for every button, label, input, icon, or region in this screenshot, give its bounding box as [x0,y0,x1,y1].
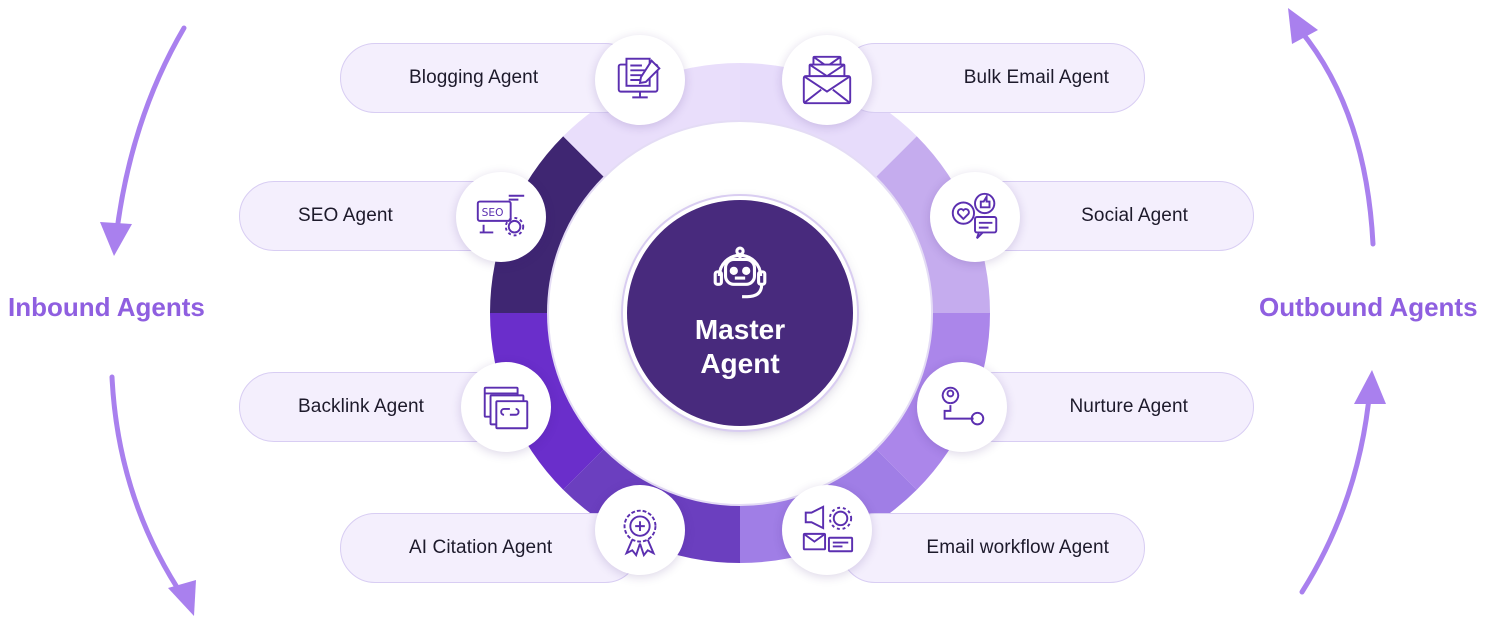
agent-label: Backlink Agent [298,396,425,417]
inbound-arrow-top [113,25,187,241]
outbound-arrowhead-bottom [1354,370,1386,404]
master-agent-circle[interactable]: Master Agent [627,200,853,426]
agent-label: AI Citation Agent [409,537,553,558]
agent-label: Blogging Agent [409,67,539,88]
inbound-agents-label: Inbound Agents [8,292,205,322]
agent-label: Social Agent [1081,205,1188,226]
ring-inner-edge [547,120,933,506]
citation-badge-icon [595,485,685,575]
agent-label: Bulk Email Agent [963,67,1109,88]
backlink-pages-icon [461,362,551,452]
agent-label: Nurture Agent [1069,396,1188,417]
robot-headset-icon [713,246,767,299]
envelopes-icon [782,35,872,125]
outbound-arrowhead-top [1288,8,1318,44]
blog-computer-icon [595,35,685,125]
svg-text:SEO: SEO [482,206,504,219]
inbound-arrow-bottom [109,374,187,601]
agent-pill-nurture[interactable]: Nurture Agent [960,372,1254,442]
social-chat-icon [930,172,1020,262]
inbound-arrowhead-bottom [168,580,196,616]
outbound-agents-label: Outbound Agents [1259,292,1478,322]
path-route-icon [917,362,1007,452]
agent-pill-email-workflow[interactable]: Email workflow Agent [840,513,1145,583]
agent-pill-bulk-email[interactable]: Bulk Email Agent [840,43,1145,113]
outbound-arrow-top [1297,27,1376,247]
ring-segment [490,136,606,313]
inbound-arrowhead-top [100,222,132,256]
email-workflow-icon [782,485,872,575]
agent-pill-ai-citation[interactable]: AI Citation Agent [340,513,640,583]
outbound-arrow-bottom [1299,385,1373,595]
agent-label: SEO Agent [298,205,393,226]
agent-label: Email workflow Agent [926,537,1109,558]
seo-gear-icon: SEO [456,172,546,262]
master-agent-title: Master Agent [694,314,786,379]
